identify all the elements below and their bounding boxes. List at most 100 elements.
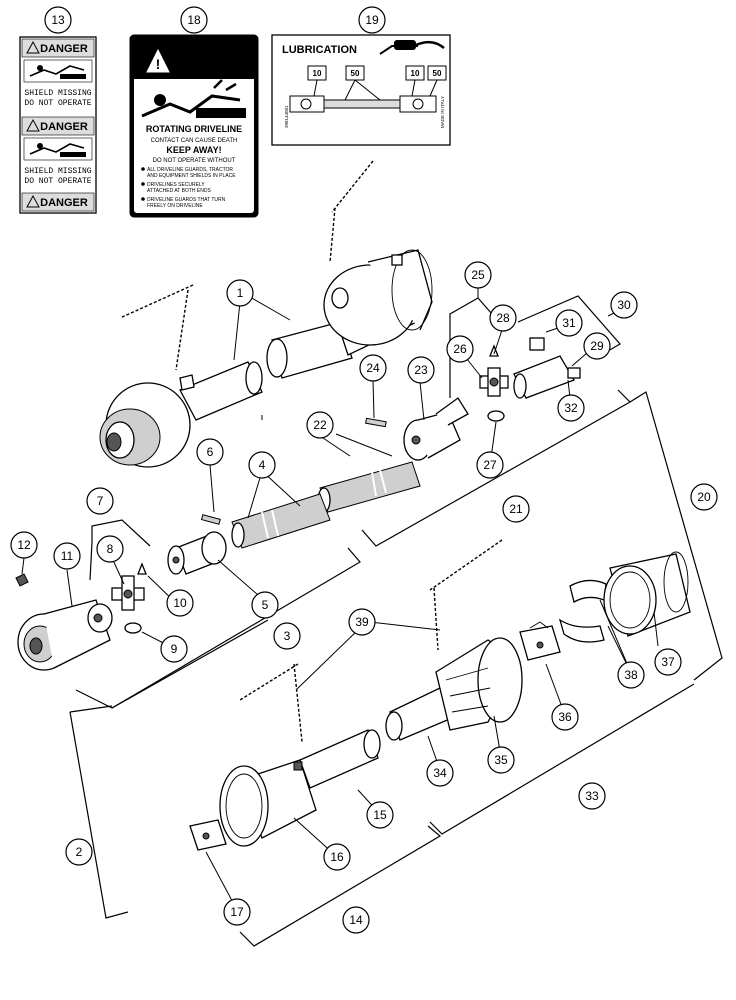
safety-chain xyxy=(433,587,439,651)
callout-number: 10 xyxy=(173,596,187,610)
snap-ring xyxy=(124,622,142,634)
callout-number: 4 xyxy=(259,458,266,472)
callout-23: 23 xyxy=(407,356,435,384)
decal-18-rotating-driveline: ! ROTATING DRIVELINE CONTACT CAN CAUSE D… xyxy=(129,34,259,218)
callout-circle xyxy=(358,6,386,34)
safety-chain xyxy=(175,289,189,371)
callout-circle xyxy=(10,531,38,559)
callout-37: 37 xyxy=(654,648,682,676)
callout-number: 38 xyxy=(624,668,638,682)
do-not-operate-text: DO NOT OPERATE xyxy=(24,99,91,108)
callout-24: 24 xyxy=(359,354,387,382)
callout-number: 17 xyxy=(230,905,244,919)
interval-b-label: 50 xyxy=(433,69,442,78)
lubrication-title: LUBRICATION xyxy=(282,44,357,56)
callout-circle xyxy=(180,6,208,34)
callout-33: 33 xyxy=(578,782,606,810)
callout-32: 32 xyxy=(557,394,585,422)
decal-title: ROTATING DRIVELINE xyxy=(146,124,242,134)
callout-number: 28 xyxy=(496,311,510,325)
callout-7: 7 xyxy=(86,487,114,515)
callout-circle xyxy=(226,279,254,307)
callout-circle xyxy=(166,589,194,617)
callout-35: 35 xyxy=(487,746,515,774)
callout-circle xyxy=(251,591,279,619)
callout-number: 36 xyxy=(558,710,572,724)
callout-circle xyxy=(348,608,376,636)
callout-circle xyxy=(366,801,394,829)
decal-13-danger-strip: DANGER SHIELD MISSING DO NOT OPERATE DAN… xyxy=(19,36,97,214)
callout-number: 32 xyxy=(564,401,578,415)
callout-circle xyxy=(53,542,81,570)
callout-number: 24 xyxy=(366,361,380,375)
roll-pin xyxy=(365,417,387,428)
roll-pin xyxy=(200,514,221,525)
svg-text:AND EQUIPMENT SHIELDS IN PLACE: AND EQUIPMENT SHIELDS IN PLACE xyxy=(147,173,236,179)
callout-circle xyxy=(96,535,124,563)
callout-circle xyxy=(407,356,435,384)
entanglement-pictogram xyxy=(23,137,93,161)
outer-guard-cone xyxy=(603,551,691,637)
callout-brackets xyxy=(69,295,723,947)
guard-cone-with-tube xyxy=(219,729,381,847)
callout-circle xyxy=(248,451,276,479)
danger-label: DANGER xyxy=(40,121,88,133)
callout-34: 34 xyxy=(426,759,454,787)
callout-22: 22 xyxy=(306,411,334,439)
inner-guard-tube-assembly xyxy=(99,361,263,468)
svg-text:DRIVELINES SECURELY: DRIVELINES SECURELY xyxy=(147,182,205,188)
callout-25: 25 xyxy=(464,261,492,289)
svg-text:FREELY ON DRIVELINE: FREELY ON DRIVELINE xyxy=(147,203,203,209)
callout-circle xyxy=(306,411,334,439)
do-not-operate-text: DO NOT OPERATE xyxy=(24,177,91,186)
callout-number: 3 xyxy=(284,629,291,643)
callout-number: 18 xyxy=(187,13,201,27)
svg-text:DRIVELINE GUARDS THAT TURN: DRIVELINE GUARDS THAT TURN xyxy=(147,197,226,203)
callout-circle xyxy=(583,332,611,360)
svg-text:!: ! xyxy=(156,56,161,72)
callout-number: 26 xyxy=(453,342,467,356)
callout-circle xyxy=(557,394,585,422)
callout-number: 15 xyxy=(373,808,387,822)
callout-number: 34 xyxy=(433,766,447,780)
callout-circle xyxy=(44,6,72,34)
entanglement-pictogram xyxy=(23,59,93,83)
warning-triangle-icon xyxy=(26,118,40,132)
svg-text:KEEP AWAY!: KEEP AWAY! xyxy=(166,145,221,155)
outer-yoke xyxy=(167,531,227,575)
callout-circle xyxy=(86,487,114,515)
inner-profile-tube xyxy=(317,461,421,513)
callout-number: 25 xyxy=(471,268,485,282)
shield-missing-text: SHIELD MISSING xyxy=(24,89,91,98)
callout-circle xyxy=(610,291,638,319)
svg-text:ALL DRIVELINE GUARDS, TRACTOR: ALL DRIVELINE GUARDS, TRACTOR xyxy=(147,167,233,173)
callout-8: 8 xyxy=(96,535,124,563)
callout-number: 12 xyxy=(17,538,31,552)
svg-text:MADE IN ITALY: MADE IN ITALY xyxy=(440,96,445,128)
callout-26: 26 xyxy=(446,335,474,363)
callout-21: 21 xyxy=(502,495,530,523)
callout-number: 7 xyxy=(97,494,104,508)
universal-joint-cross xyxy=(111,575,145,611)
callout-circle xyxy=(476,451,504,479)
callout-30: 30 xyxy=(610,291,638,319)
snap-ring xyxy=(487,410,505,422)
callout-number: 20 xyxy=(697,490,711,504)
callout-number: 22 xyxy=(313,418,327,432)
callout-number: 16 xyxy=(330,850,344,864)
svg-text:ATTACHED AT BOTH ENDS: ATTACHED AT BOTH ENDS xyxy=(147,188,211,194)
callout-9: 9 xyxy=(160,635,188,663)
guard-bearing-ring xyxy=(519,621,561,661)
callout-circle xyxy=(196,438,224,466)
grease-gun-icon xyxy=(379,40,445,55)
callout-number: 8 xyxy=(107,542,114,556)
callout-10: 10 xyxy=(166,589,194,617)
outer-profile-tube xyxy=(231,493,331,549)
callout-4: 4 xyxy=(248,451,276,479)
warning-triangle-icon xyxy=(26,194,40,208)
safety-chain xyxy=(293,663,303,743)
callout-12: 12 xyxy=(10,531,38,559)
callout-27: 27 xyxy=(476,451,504,479)
callout-number: 23 xyxy=(414,363,428,377)
